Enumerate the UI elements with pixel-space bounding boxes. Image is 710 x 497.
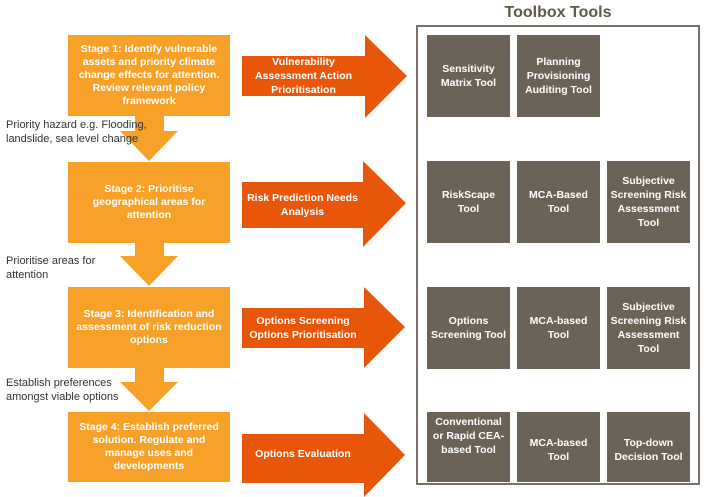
down-arrow-3 <box>120 367 178 411</box>
tool-label: Options Screening Tool <box>430 315 507 341</box>
toolbox-title: Toolbox Tools <box>504 4 612 21</box>
tool-label: RiskScape Tool <box>441 189 496 215</box>
transition-note-1: Priority hazard e.g. Flooding, landslide… <box>6 119 147 145</box>
process-arrow-3 <box>242 287 405 368</box>
down-arrow-2 <box>120 242 178 286</box>
stage-4-box: Stage 4: Establish preferred solution. R… <box>68 412 230 482</box>
tool-label: Conventional or Rapid CEA-based Tool <box>432 416 505 456</box>
tool-label: MCA-based Tool <box>529 315 588 341</box>
process-arrow-3-label: Options Screening Options Prioritisation <box>249 315 357 341</box>
tool-mca-based-stage-3: MCA-based Tool <box>517 287 600 369</box>
tool-label: Subjective Screening Risk Assessment Too… <box>610 301 687 355</box>
tool-top-down-decision: Top-down Decision Tool <box>607 412 690 482</box>
transition-note-3: Establish preferences amongst viable opt… <box>6 377 119 403</box>
process-arrow-1-label: Vulnerability Assessment Action Prioriti… <box>254 56 353 96</box>
tool-label: Planning Provisioning Auditing Tool <box>525 56 592 96</box>
tool-subjective-screening-stage-2: Subjective Screening Risk Assessment Too… <box>607 161 690 243</box>
transition-note-2: Prioritise areas for attention <box>6 255 96 281</box>
stage-1-box: Stage 1: Identify vulnerable assets and … <box>68 35 230 116</box>
process-arrow-2-label: Risk Prediction Needs Analysis <box>247 192 358 218</box>
stage-3-box: Stage 3: Identification and assessment o… <box>68 287 230 368</box>
stage-2-box: Stage 2: Prioritise geographical areas f… <box>68 162 230 243</box>
stage-2-label: Stage 2: Prioritise geographical areas f… <box>92 183 206 221</box>
tool-subjective-screening-stage-3: Subjective Screening Risk Assessment Too… <box>607 287 690 369</box>
tool-mca-based-stage-4: MCA-based Tool <box>517 412 600 482</box>
tool-options-screening: Options Screening Tool <box>427 287 510 369</box>
stage-4-label: Stage 4: Establish preferred solution. R… <box>79 421 219 472</box>
stage-1-label: Stage 1: Identify vulnerable assets and … <box>78 43 220 107</box>
stage-3-label: Stage 3: Identification and assessment o… <box>76 308 222 346</box>
process-arrow-2 <box>242 161 406 247</box>
tool-label: Sensitivity Matrix Tool <box>440 63 497 89</box>
down-arrow-1 <box>120 115 178 161</box>
tool-label: MCA-based Tool <box>529 437 588 463</box>
tool-label: MCA-Based Tool <box>529 189 588 215</box>
tool-label: Top-down Decision Tool <box>614 437 683 463</box>
tool-mca-based-stage-2: MCA-Based Tool <box>517 161 600 243</box>
tool-label: Subjective Screening Risk Assessment Too… <box>610 175 687 229</box>
tool-riskscape: RiskScape Tool <box>427 161 510 243</box>
tool-planning-provisioning-auditing: Planning Provisioning Auditing Tool <box>517 35 600 117</box>
tool-sensitivity-matrix: Sensitivity Matrix Tool <box>427 35 510 117</box>
process-arrow-4-label: Options Evaluation <box>255 448 351 460</box>
process-arrow-1 <box>242 35 407 118</box>
tool-conventional-rapid-cea: Conventional or Rapid CEA-based Tool <box>427 412 510 482</box>
